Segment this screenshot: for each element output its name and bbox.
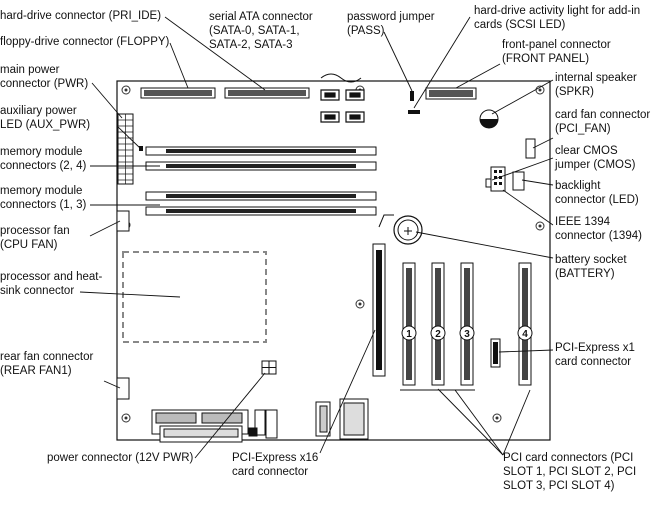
slot-number-2: 2 <box>435 329 441 340</box>
ide-connector <box>224 87 310 99</box>
backlight-connector <box>512 171 525 191</box>
pci-slots <box>402 262 532 386</box>
password-jumper <box>410 91 414 101</box>
main-power-connector <box>117 113 134 185</box>
label-sata: serial ATA connector (SATA-0, SATA-1, SA… <box>209 11 313 51</box>
rear-fan-connector <box>116 377 130 400</box>
slot-number-3: 3 <box>464 329 470 340</box>
pci-fan-connector <box>525 138 536 159</box>
ieee1394-connector <box>490 166 506 192</box>
label-pci-slots: PCI card connectors (PCI SLOT 1, PCI SLO… <box>503 452 637 492</box>
memory-connectors-1-3 <box>145 191 377 216</box>
back-panel-connectors <box>151 398 369 443</box>
slot-number-4: 4 <box>522 329 528 340</box>
label-front-panel: front-panel connector (FRONT PANEL) <box>502 39 611 65</box>
aux-pwr-led <box>139 146 143 151</box>
internal-speaker <box>479 109 499 129</box>
system-board <box>116 80 551 441</box>
front-panel-connector <box>425 87 477 100</box>
scsi-led-connector <box>408 110 420 114</box>
label-cpu-fan: processor fan (CPU FAN) <box>0 225 70 251</box>
cpu-fan-connector <box>116 210 130 232</box>
label-battery: battery socket (BATTERY) <box>555 254 627 280</box>
floppy-connector <box>140 87 216 99</box>
label-pci-fan: card fan connector (PCI_FAN) <box>555 109 651 135</box>
label-floppy: floppy-drive connector (FLOPPY) <box>0 36 170 48</box>
12v-power-connector <box>261 360 277 375</box>
label-heatsink: processor and heat- sink connector <box>0 271 103 297</box>
label-pass: password jumper (PASS) <box>347 11 435 37</box>
label-mem-13: memory module connectors (1, 3) <box>0 185 87 211</box>
battery-socket <box>393 215 423 245</box>
label-pri-ide: hard-drive connector (PRI_IDE) <box>0 10 162 22</box>
slot-number-1: 1 <box>406 329 412 340</box>
label-cmos: clear CMOS jumper (CMOS) <box>555 145 636 171</box>
label-aux-pwr: auxiliary power LED (AUX_PWR) <box>0 105 91 131</box>
label-mem-24: memory module connectors (2, 4) <box>0 146 87 172</box>
label-12v-pwr: power connector (12V PWR) <box>47 452 194 464</box>
sata-connectors <box>320 89 365 123</box>
label-1394: IEEE 1394 connector (1394) <box>555 216 642 242</box>
label-led: backlight connector (LED) <box>555 180 639 206</box>
label-pcie-x16: PCI-Express x16 card connector <box>232 452 319 478</box>
pcie-x1-slot <box>490 338 501 368</box>
label-pcie-x1: PCI-Express x1 card connector <box>555 342 635 368</box>
processor-area <box>122 251 267 343</box>
leader-lines <box>79 16 554 459</box>
label-scsi-led: hard-drive activity light for add-in car… <box>474 5 641 31</box>
slot-number-badges <box>401 325 533 341</box>
label-pwr: main power connector (PWR) <box>0 64 89 90</box>
pcie-x16-slot <box>372 243 386 377</box>
label-rear-fan: rear fan connector (REAR FAN1) <box>0 351 94 377</box>
label-spkr: internal speaker (SPKR) <box>555 72 637 98</box>
